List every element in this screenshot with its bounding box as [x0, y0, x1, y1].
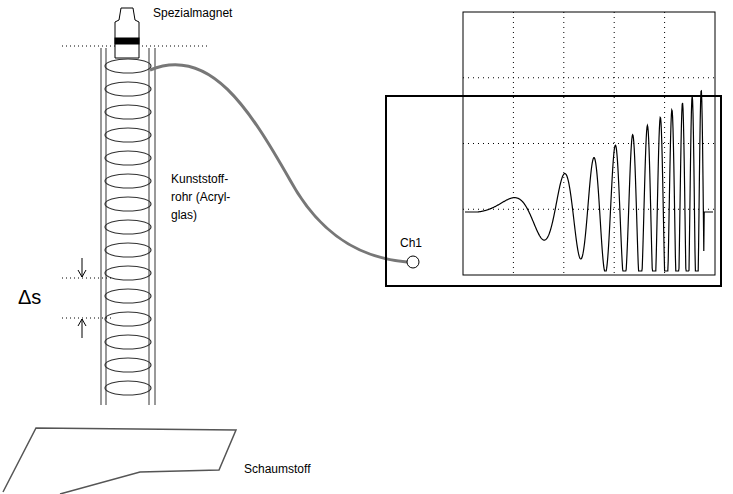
scope-grid — [463, 12, 715, 275]
tube-label: Kunststoff- rohr (Acryl- glas) — [171, 170, 249, 224]
coil-winding — [105, 105, 151, 119]
distance-label: Δs — [18, 284, 41, 310]
magnet — [115, 8, 139, 58]
foam-pad — [3, 428, 236, 494]
coil-winding — [105, 59, 151, 73]
acrylic-tube — [101, 48, 155, 405]
grid-line — [463, 77, 715, 78]
signal-trace — [465, 91, 713, 271]
scope-screen — [463, 12, 715, 275]
coil-winding — [105, 243, 151, 257]
input-jack — [407, 256, 419, 268]
coil-winding — [105, 174, 151, 188]
coil-windings — [105, 59, 151, 395]
grid-line — [463, 143, 715, 144]
coil-winding — [105, 335, 151, 349]
coil-winding — [105, 220, 151, 234]
coil-winding — [105, 128, 151, 142]
oscilloscope-frame: Ch1 — [385, 95, 722, 287]
coil-winding — [105, 312, 151, 326]
channel-label: Ch1 — [400, 235, 422, 251]
magnet-label: Spezialmagnet — [153, 4, 232, 22]
coil-winding — [105, 197, 151, 211]
coil-winding — [105, 266, 151, 280]
coil-winding — [105, 358, 151, 372]
coil-winding — [105, 381, 151, 395]
coil-winding — [105, 82, 151, 96]
grid-line — [463, 209, 715, 210]
coil-winding — [105, 289, 151, 303]
cable — [150, 65, 407, 262]
distance-marker — [62, 258, 112, 338]
foam-label: Schaumstoff — [244, 460, 310, 478]
coil-winding — [105, 151, 151, 165]
